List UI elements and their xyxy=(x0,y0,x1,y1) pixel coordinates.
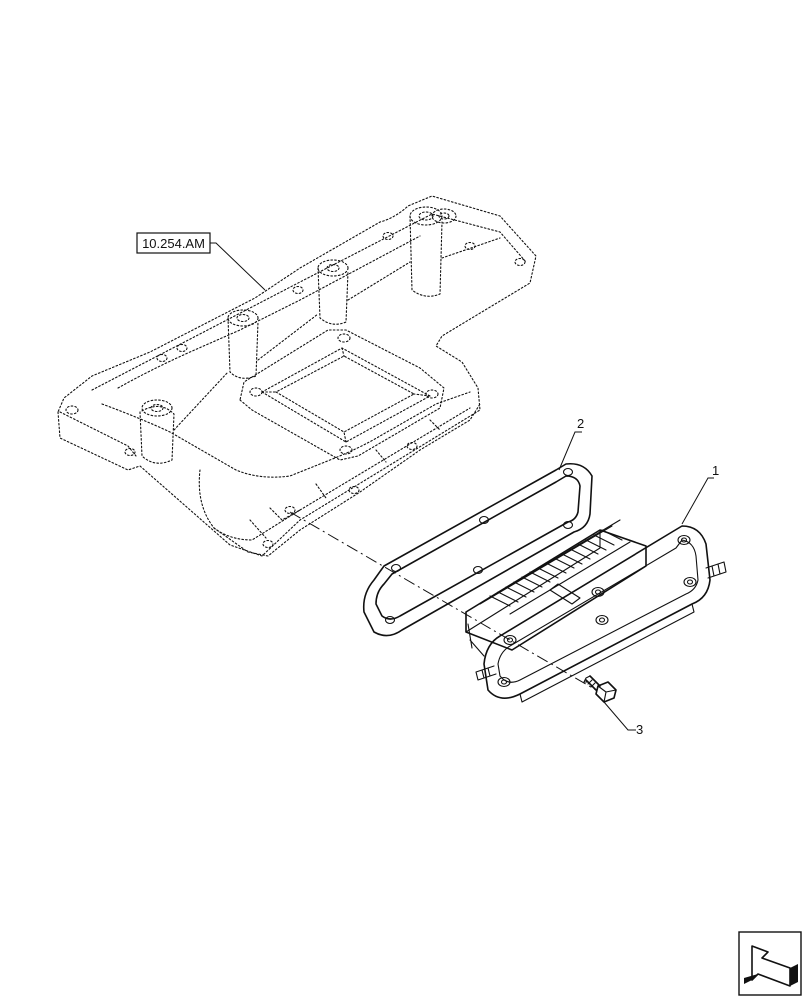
intake-manifold-reference-part xyxy=(57,195,537,557)
heater-fins xyxy=(485,519,631,615)
bolt-part[interactable] xyxy=(583,675,617,703)
reference-label-text: 10.254.AM xyxy=(142,236,205,251)
callout-1-label[interactable]: 1 xyxy=(712,463,719,478)
assembly-center-line xyxy=(289,511,597,691)
gasket-part[interactable] xyxy=(362,462,593,637)
callout-2-leader xyxy=(558,431,582,471)
heater-element-part[interactable] xyxy=(465,519,727,703)
callout-3-label[interactable]: 3 xyxy=(636,722,643,737)
callout-1-leader xyxy=(681,477,714,525)
callout-2-label[interactable]: 2 xyxy=(577,416,584,431)
callout-3-leader xyxy=(603,701,636,731)
reference-leader-line xyxy=(210,242,266,291)
reference-label[interactable]: 10.254.AM xyxy=(136,232,211,254)
arrow-back-icon[interactable] xyxy=(738,931,802,996)
